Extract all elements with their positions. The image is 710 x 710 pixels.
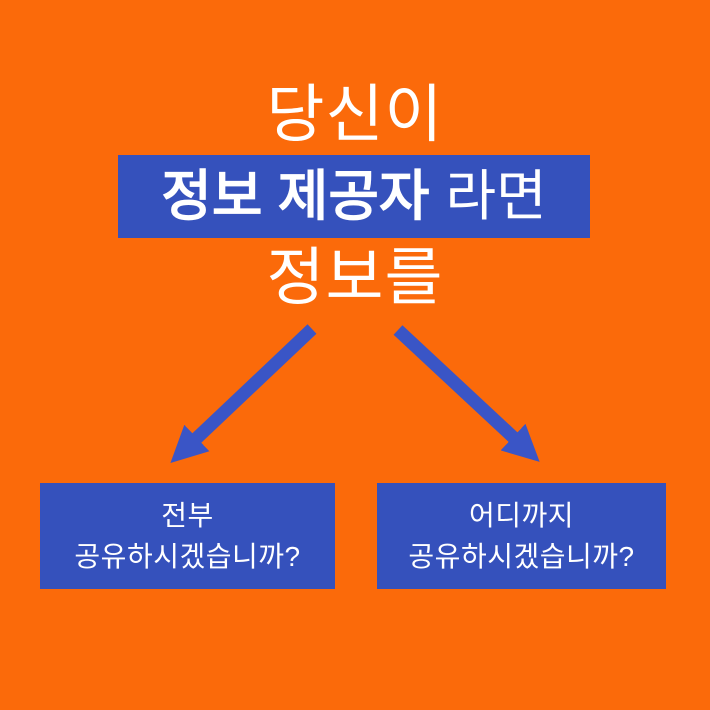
right-arrow-icon (393, 325, 540, 462)
banner-suffix-text: 라면 (445, 165, 547, 227)
headline-top: 당신이 (266, 80, 444, 150)
option-howfar-line1: 어디까지 (468, 500, 575, 531)
option-howfar-line2: 공유하시겠습니까? (408, 541, 635, 572)
option-all-line1: 전부 (161, 500, 214, 531)
option-box-all: 전부 공유하시겠습니까? (40, 483, 335, 589)
banner-highlight-text: 정보 제공자 (161, 165, 430, 227)
headline-bottom: 정보를 (266, 243, 444, 313)
headline-banner: 정보 제공자 라면 (118, 155, 590, 238)
option-all-line2: 공유하시겠습니까? (74, 541, 301, 572)
left-arrow-icon (170, 324, 317, 464)
option-box-howfar: 어디까지 공유하시겠습니까? (377, 483, 666, 589)
